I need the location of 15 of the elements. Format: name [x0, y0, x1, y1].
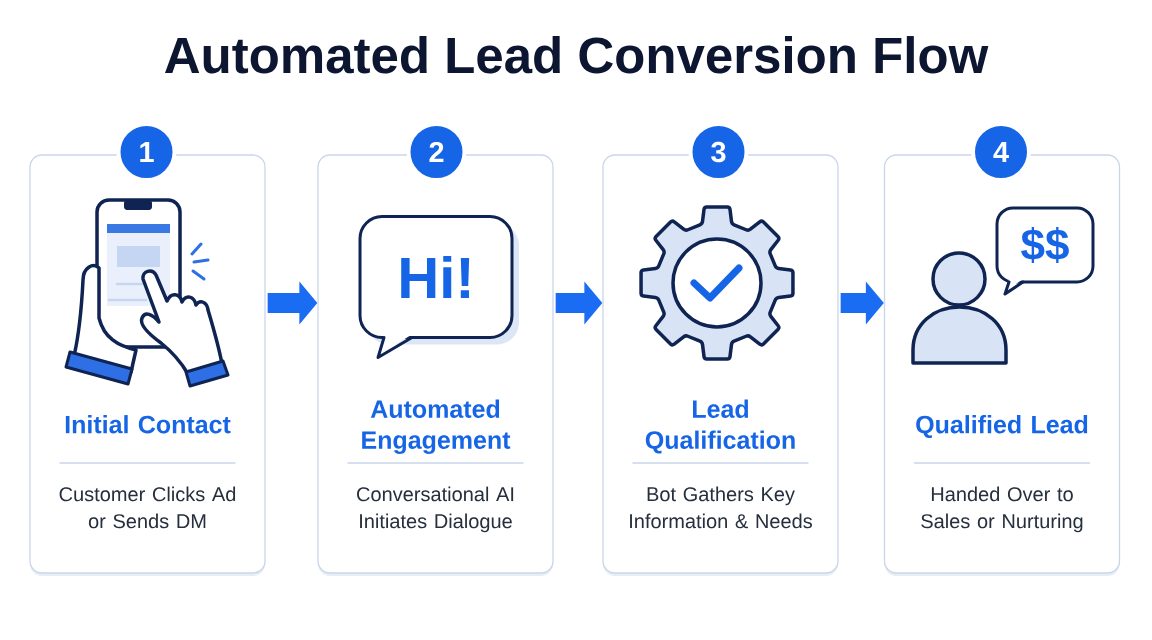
number-badge: 2: [406, 122, 467, 182]
title: Automated Lead Conversion Flow: [165, 36, 989, 74]
number-badge: 3: [688, 122, 749, 182]
step-description: Bot Gathers Key Information & Needs: [630, 486, 812, 529]
speech-bubble: Hi!: [358, 215, 519, 359]
number-badge: 1: [116, 122, 177, 182]
step-description: Customer Clicks Ad or Sends DM: [59, 486, 236, 529]
step-description: Handed Over to Sales or Nurturing: [921, 486, 1083, 533]
step-title: Initial Contact: [65, 415, 231, 434]
speech-bubble: $$: [995, 206, 1095, 296]
number-badge: 4: [971, 122, 1031, 182]
step-title: Qualified Lead: [916, 415, 1088, 439]
step-title: Lead Qualification: [645, 399, 795, 454]
step-title: Automated Engagement: [362, 399, 511, 454]
step-description: Conversational AI Initiates Dialogue: [357, 486, 514, 533]
